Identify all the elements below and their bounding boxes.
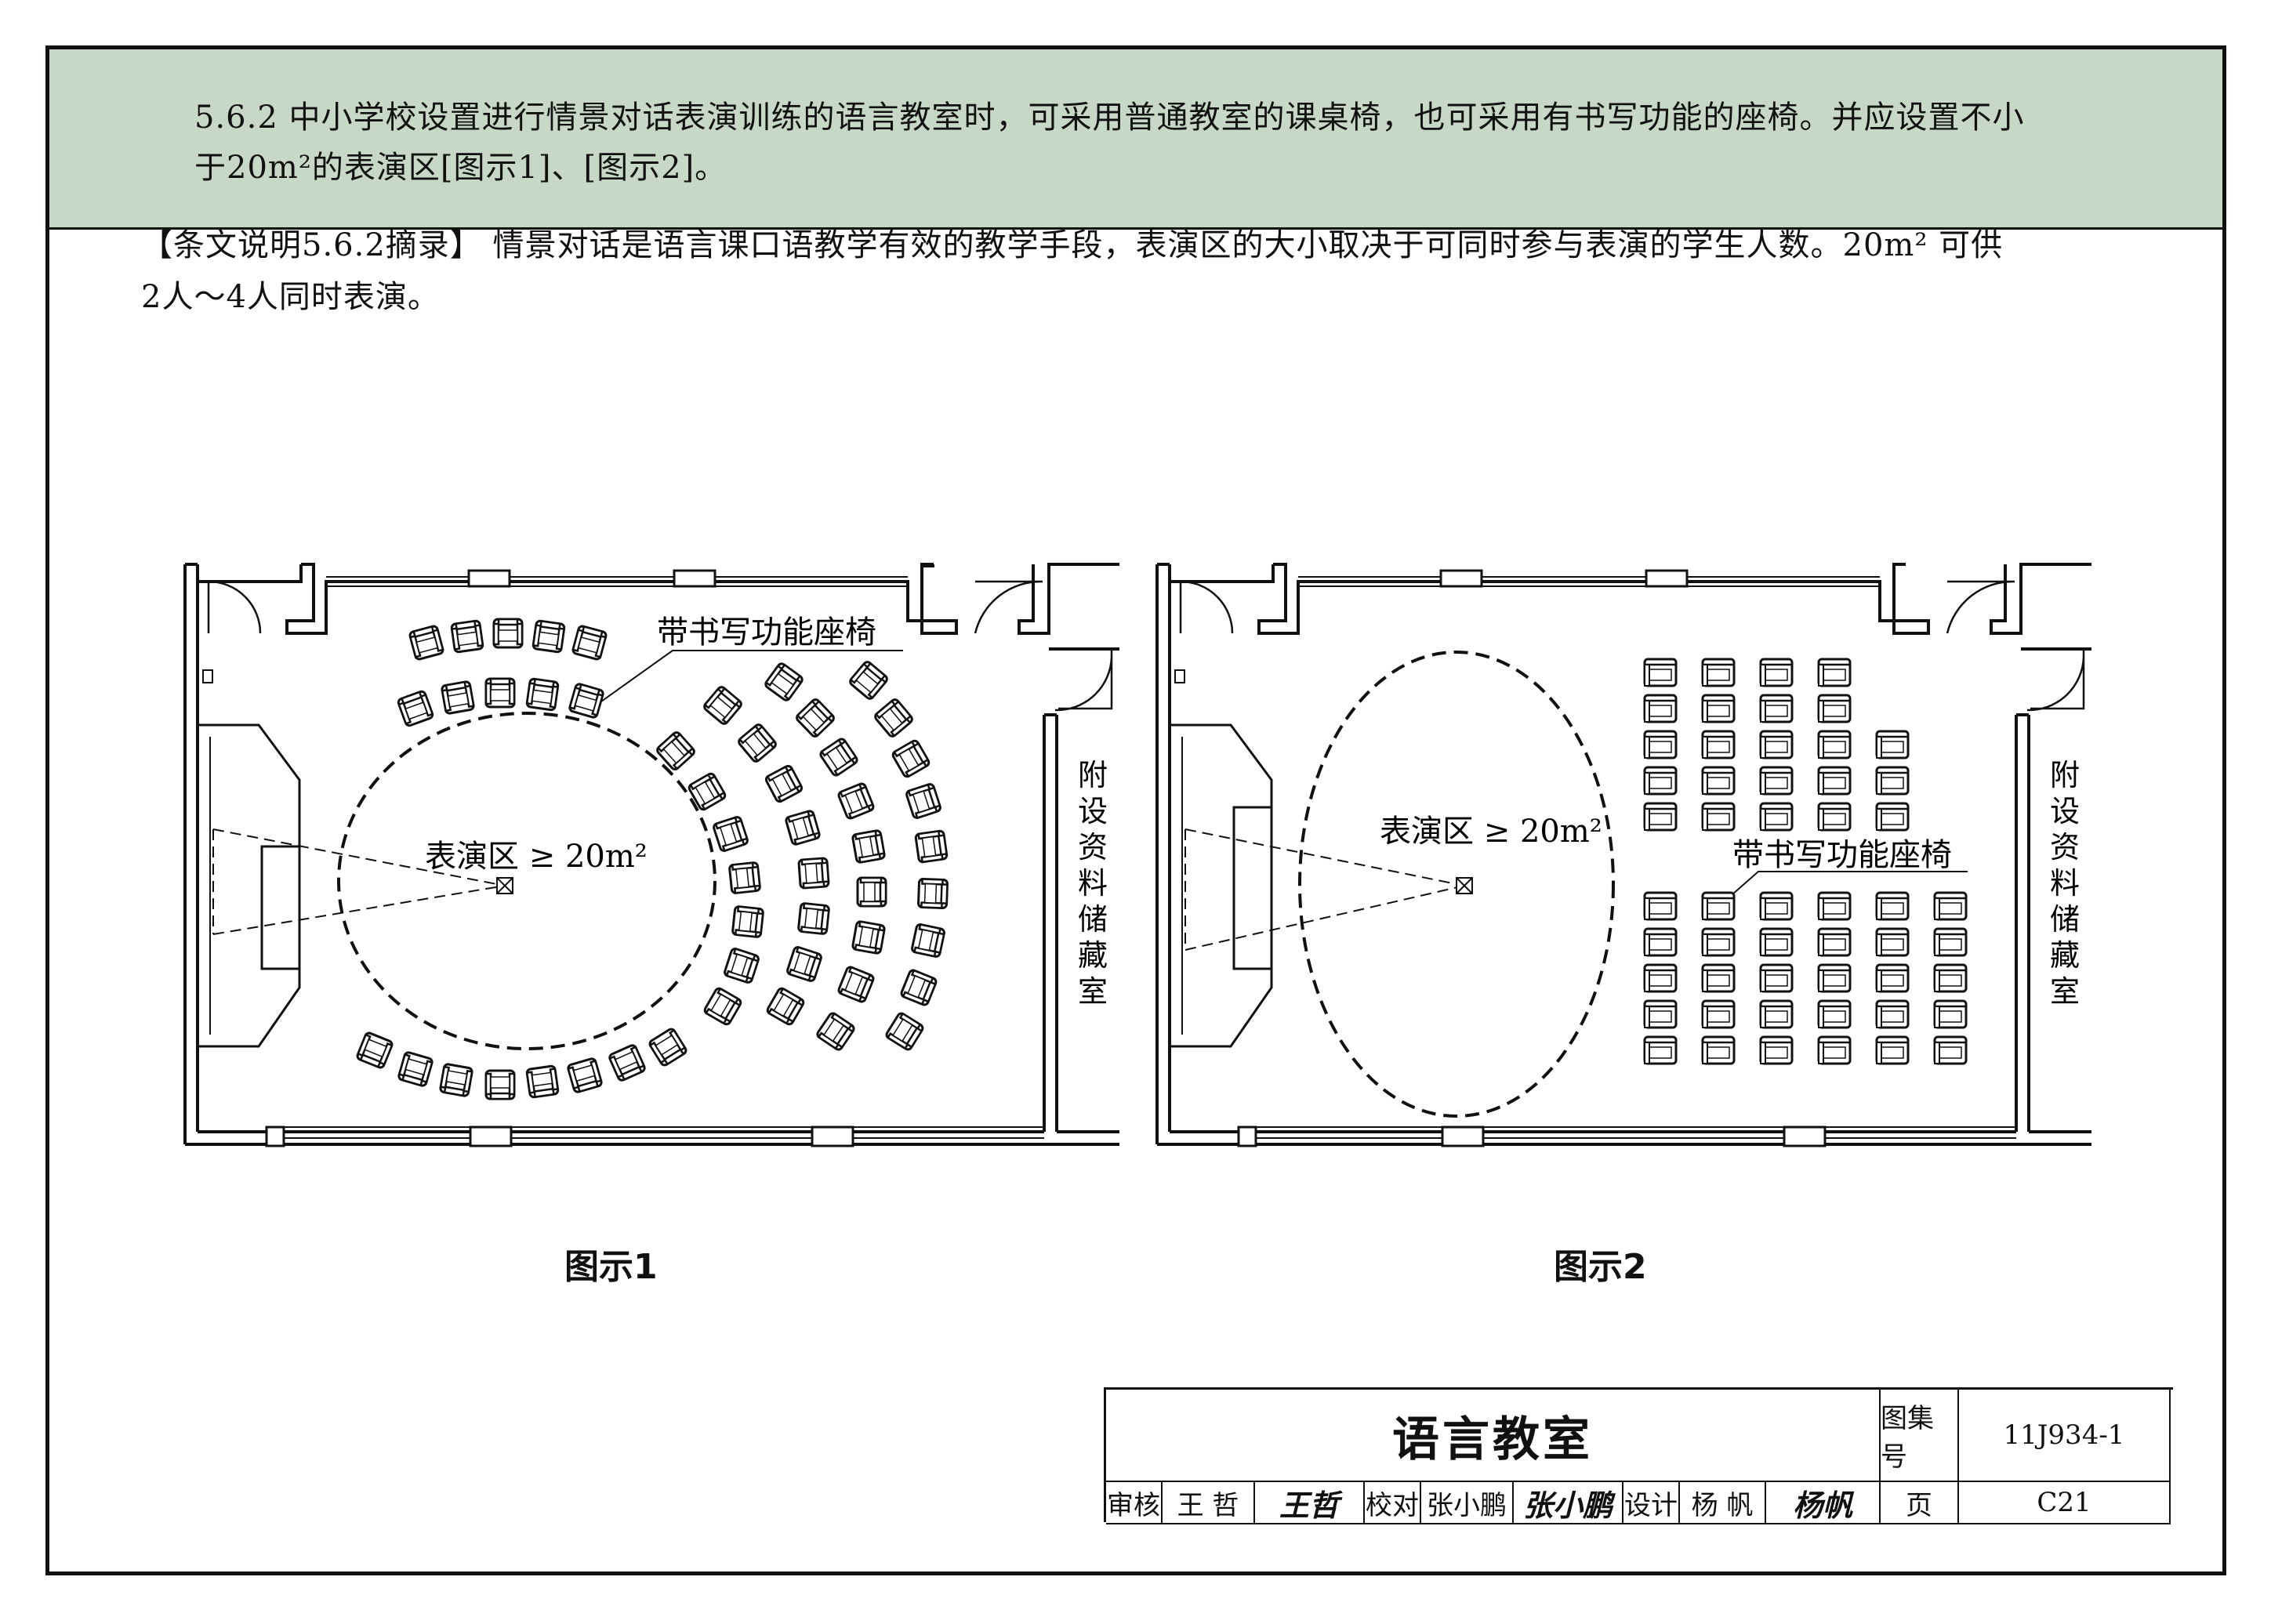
review-label: 审核: [1106, 1482, 1163, 1524]
atlas-number: 11J934-1: [1959, 1390, 2171, 1482]
svg-text:料: 料: [1078, 866, 1108, 901]
svg-text:设: 设: [2050, 794, 2080, 828]
figure-2-plan: 带书写功能座椅 表演区 ≥ 20m² 附 设 资 料 储 藏 室: [1155, 563, 2091, 1147]
svg-text:藏: 藏: [2050, 938, 2080, 973]
svg-text:室: 室: [1078, 974, 1108, 1009]
fig1-area-label: 表演区 ≥ 20m²: [425, 839, 648, 875]
checker-name: 张小鹏: [1421, 1482, 1514, 1524]
checker-signature: 张小鹏: [1514, 1482, 1623, 1524]
page-number: C21: [1959, 1482, 2171, 1524]
design-label: 设计: [1623, 1482, 1680, 1524]
figure-1-plan: 带书写功能座椅 表演区 ≥ 20m² 附 设 资 料 储 藏 室: [183, 563, 1119, 1147]
figure-1-caption: 图示1: [564, 1247, 658, 1287]
clause-explanation: 【条文说明5.6.2摘录】 情景对话是语言课口语教学有效的教学手段，表演区的大小…: [141, 219, 2117, 323]
drawing-title: 语言教室: [1106, 1390, 1881, 1482]
figure-2-caption: 图示2: [1554, 1247, 1647, 1287]
reviewer-signature: 王哲: [1255, 1482, 1365, 1524]
svg-text:储: 储: [1078, 902, 1108, 937]
page-label: 页: [1881, 1482, 1959, 1524]
title-block: 语言教室 图集号 11J934-1 审核 王 哲 王哲 校对 张小鹏 张小鹏 设…: [1104, 1387, 2173, 1524]
clause-line-2: 于20m²的表演区[图示1]、[图示2]。: [194, 150, 727, 186]
svg-text:资: 资: [2050, 830, 2080, 865]
svg-text:藏: 藏: [1078, 938, 1108, 973]
designer-name: 杨 帆: [1680, 1482, 1766, 1524]
reviewer-name: 王 哲: [1163, 1482, 1255, 1524]
clause-block: 5.6.2 中小学校设置进行情景对话表演训练的语言教室时，可采用普通教室的课桌椅…: [49, 49, 2222, 230]
fig2-storage-label: 附 设 资 料 储 藏 室: [2050, 758, 2080, 1009]
clause-line-1: 5.6.2 中小学校设置进行情景对话表演训练的语言教室时，可采用普通教室的课桌椅…: [194, 100, 2025, 136]
fig2-area-label: 表演区 ≥ 20m²: [1380, 814, 1602, 850]
svg-text:附: 附: [1078, 758, 1108, 792]
svg-text:料: 料: [2050, 866, 2080, 901]
fig1-seat-label: 带书写功能座椅: [657, 614, 876, 651]
atlas-label: 图集号: [1881, 1390, 1959, 1482]
designer-signature: 杨帆: [1766, 1482, 1881, 1524]
explanation-line-1: 【条文说明5.6.2摘录】 情景对话是语言课口语教学有效的教学手段，表演区的大小…: [141, 227, 2004, 263]
svg-text:储: 储: [2050, 902, 2080, 937]
drawing-frame: 5.6.2 中小学校设置进行情景对话表演训练的语言教室时，可采用普通教室的课桌椅…: [45, 45, 2226, 1575]
fig2-seat-label: 带书写功能座椅: [1732, 837, 1952, 873]
svg-text:室: 室: [2050, 974, 2080, 1009]
svg-text:资: 资: [1078, 830, 1108, 865]
svg-text:设: 设: [1078, 794, 1108, 828]
check-label: 校对: [1365, 1482, 1421, 1524]
explanation-line-2: 2人～4人同时表演。: [141, 279, 440, 315]
fig1-storage-label: 附 设 资 料 储 藏 室: [1078, 758, 1108, 1009]
svg-text:附: 附: [2050, 758, 2080, 792]
